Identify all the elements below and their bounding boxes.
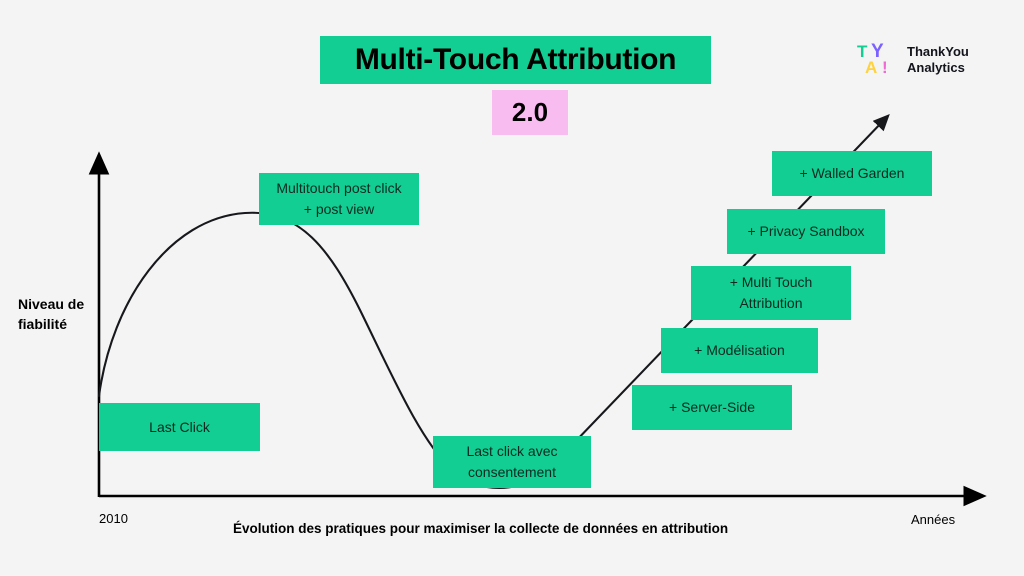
page-title-text: Multi-Touch Attribution <box>354 43 677 76</box>
y-axis-label-text: Niveau de fiabilité <box>18 296 85 333</box>
annotation-label: + Server-Side <box>669 397 755 417</box>
x-axis-tick-start: 2010 <box>99 511 128 526</box>
version-badge: 2.0 <box>492 90 568 135</box>
annotation-box-last-click-consent: Last click avec consentement <box>433 436 591 488</box>
thankyou-mark-icon: T Y A ! <box>857 42 899 78</box>
svg-text:T: T <box>857 42 868 61</box>
brand-name-line2: Analytics <box>907 60 965 75</box>
annotation-box-walled-garden: + Walled Garden <box>772 151 932 196</box>
annotation-box-modelisation: + Modélisation <box>661 328 818 373</box>
annotation-line-2: consentement <box>468 464 556 480</box>
brand-logo: T Y A ! ThankYou Analytics <box>857 42 969 78</box>
annotation-box-last-click: Last Click <box>99 403 260 451</box>
brand-name-line1: ThankYou <box>907 43 969 59</box>
annotation-label: + Walled Garden <box>800 163 905 183</box>
annotation-label: Last click avec consentement <box>466 441 557 483</box>
annotation-line-1: Multitouch post click <box>276 180 402 196</box>
annotation-box-multitouch: Multitouch post click + post view <box>259 173 419 225</box>
annotation-box-privacy-sandbox: + Privacy Sandbox <box>727 209 885 254</box>
x-axis-label: Évolution des pratiques pour maximiser l… <box>233 521 729 536</box>
brand-name: ThankYou Analytics <box>907 44 969 77</box>
version-badge-text: 2.0 <box>511 97 549 127</box>
annotation-line-2: Attribution <box>739 295 803 311</box>
annotation-label: + Privacy Sandbox <box>747 221 864 241</box>
page-title: Multi-Touch Attribution <box>320 36 711 84</box>
annotation-line-1: + Multi Touch <box>729 274 813 290</box>
annotation-line-1: + Server-Side <box>669 399 755 416</box>
annotation-label: Last Click <box>149 417 210 437</box>
y-axis-label: Niveau de fiabilité <box>18 294 110 335</box>
annotation-line-1: + Walled Garden <box>799 165 905 182</box>
annotation-box-server-side: + Server-Side <box>632 385 792 430</box>
annotation-line-2: + post view <box>303 201 375 217</box>
annotation-line-1: + Privacy Sandbox <box>747 223 865 240</box>
x-axis-end-label: Années <box>911 512 956 527</box>
annotation-line-1: Last click avec <box>466 443 558 459</box>
annotation-line-1: Last Click <box>149 418 210 435</box>
svg-text:!: ! <box>882 58 888 77</box>
svg-text:Y: Y <box>871 42 884 62</box>
svg-text:A: A <box>865 58 877 77</box>
annotation-line-1: + Modélisation <box>694 342 785 359</box>
annotation-label: Multitouch post click + post view <box>276 178 401 220</box>
annotation-label: + Modélisation <box>694 340 785 360</box>
